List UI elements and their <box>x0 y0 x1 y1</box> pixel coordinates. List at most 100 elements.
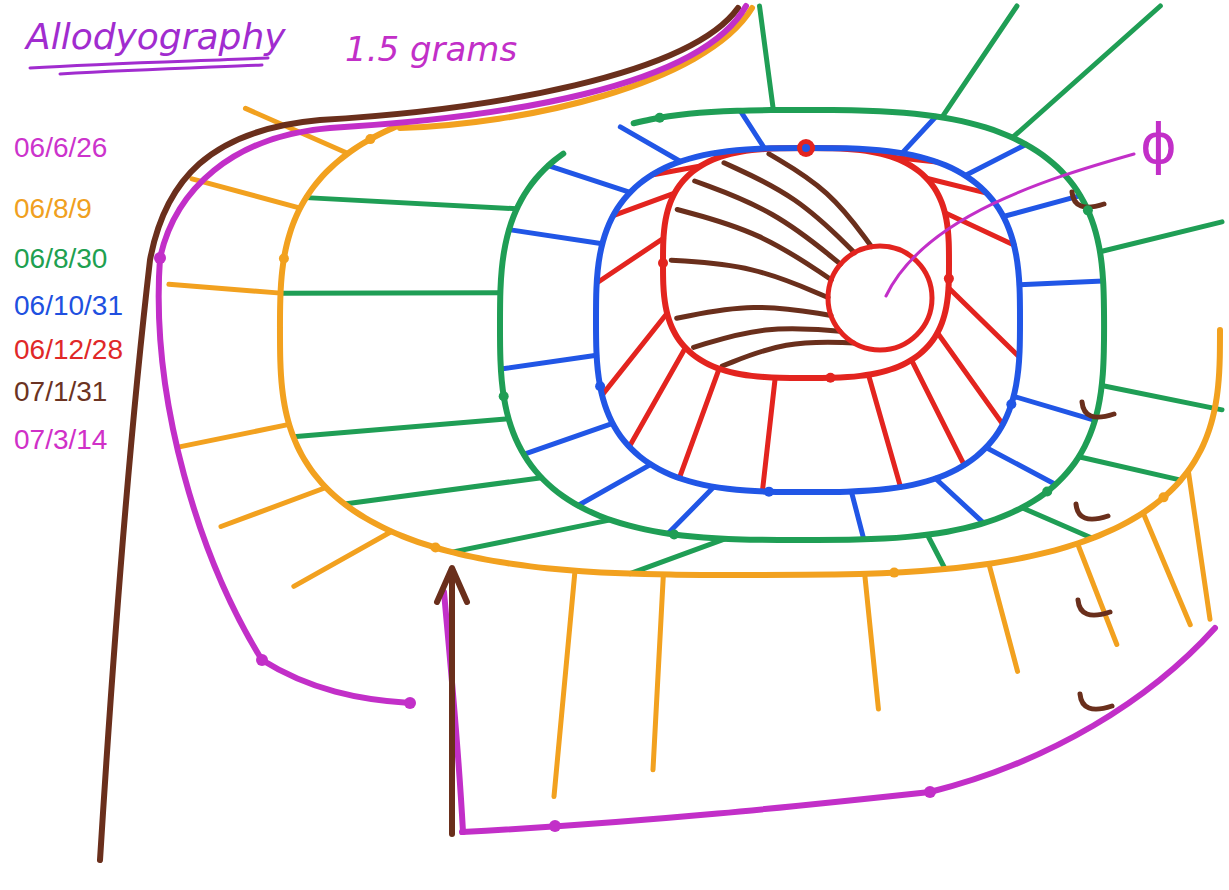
legend-item: 06/12/28 <box>14 334 123 366</box>
red-spoke <box>949 288 1020 357</box>
red-ring <box>663 148 949 378</box>
dot-group <box>154 113 1169 832</box>
ring-dot <box>802 144 810 152</box>
orange-spoke <box>294 531 392 586</box>
orange-ring <box>280 125 1220 575</box>
orange-spoke <box>989 564 1018 672</box>
blue-spoke <box>524 423 613 454</box>
date-key: 07/1/31 <box>14 376 107 407</box>
title-text: Allodyography <box>26 16 286 57</box>
blue-spoke <box>620 127 680 162</box>
legend-item: 06/8/30 <box>14 243 107 275</box>
date-key: 06/10/31 <box>14 290 123 321</box>
blue-spoke <box>902 116 936 153</box>
ring-dot <box>658 258 668 268</box>
blue-spoke <box>851 492 863 540</box>
title-underline <box>60 65 262 74</box>
legend-item: 07/1/31 <box>14 376 107 408</box>
green-spoke <box>1022 508 1092 538</box>
inner-spoke <box>677 307 831 318</box>
blue-spoke <box>548 166 630 193</box>
ring-dot <box>431 543 441 553</box>
orange-spoke <box>169 284 281 293</box>
orange-spoke <box>221 488 326 527</box>
ring-dot <box>825 373 835 383</box>
green-spoke <box>281 290 501 295</box>
ring-dot <box>256 654 268 666</box>
ring-dot <box>1159 492 1169 502</box>
hook-mark <box>1076 504 1108 519</box>
ring-dot <box>1006 399 1016 409</box>
ring-dot <box>499 391 509 401</box>
inner-spoke <box>677 209 831 279</box>
ring-dot <box>655 113 665 123</box>
inner-spoke <box>722 342 853 366</box>
green-spoke <box>345 478 542 504</box>
weight-label: 1.5 grams <box>345 30 517 69</box>
ring-dot <box>365 134 375 144</box>
ring-dot <box>944 274 954 284</box>
hook-mark <box>1080 694 1112 709</box>
blue-spoke <box>501 355 597 369</box>
inner-circle <box>828 246 932 350</box>
red-spoke <box>602 313 667 395</box>
inner-spoke <box>671 260 828 297</box>
ring-dot <box>797 139 815 157</box>
ring-group <box>30 6 1220 860</box>
green-ring <box>500 110 1104 540</box>
orange-spoke <box>865 574 879 709</box>
legend-item: 06/10/31 <box>14 290 123 322</box>
green-spoke <box>293 419 508 437</box>
leader-line <box>886 154 1134 296</box>
ring-dot <box>764 487 774 497</box>
red-spoke <box>762 378 775 492</box>
blue-spoke <box>936 478 984 523</box>
hook-mark <box>1072 192 1104 207</box>
ring-dot <box>1083 205 1093 215</box>
date-key: 07/3/14 <box>14 424 107 455</box>
blue-ring <box>596 148 1020 492</box>
orange-spoke <box>653 574 663 769</box>
date-key: 06/8/9 <box>14 193 92 224</box>
green-spoke <box>630 539 725 574</box>
ring-dot <box>279 253 289 263</box>
red-spoke <box>868 375 900 487</box>
green-spoke <box>759 6 773 110</box>
date-key: 06/12/28 <box>14 334 123 365</box>
green-spoke <box>452 520 611 552</box>
orange-spoke <box>192 179 300 208</box>
green-spoke <box>1012 6 1160 138</box>
legend-item: 06/8/9 <box>14 193 92 225</box>
blue-spoke <box>509 230 602 244</box>
red-spoke <box>679 369 719 478</box>
ring-dot <box>404 697 416 709</box>
blue-spoke <box>1003 196 1080 217</box>
orange-spoke <box>1188 471 1210 620</box>
blue-spoke <box>986 448 1056 485</box>
brown-outer-line <box>100 8 738 860</box>
ring-dot <box>595 381 605 391</box>
spoke-group <box>169 6 1222 797</box>
orange-spoke <box>179 424 289 446</box>
red-spoke <box>629 348 685 447</box>
orange-spoke <box>554 571 575 797</box>
ring-dot <box>889 568 899 578</box>
blue-spoke <box>668 487 714 534</box>
inner-spoke <box>694 329 840 348</box>
blue-spoke <box>578 464 651 505</box>
ring-dot <box>549 820 561 832</box>
blue-spoke <box>740 111 764 149</box>
date-key: 06/8/30 <box>14 243 107 274</box>
ring-dot <box>1042 487 1052 497</box>
orange-spoke <box>1143 513 1190 625</box>
green-spoke <box>1100 222 1222 252</box>
ring-dot <box>924 786 936 798</box>
green-spoke <box>1102 386 1222 410</box>
legend-item: 06/6/26 <box>14 132 107 164</box>
red-spoke <box>911 360 964 465</box>
blue-spoke <box>965 144 1026 175</box>
orange-spoke <box>1078 543 1117 644</box>
